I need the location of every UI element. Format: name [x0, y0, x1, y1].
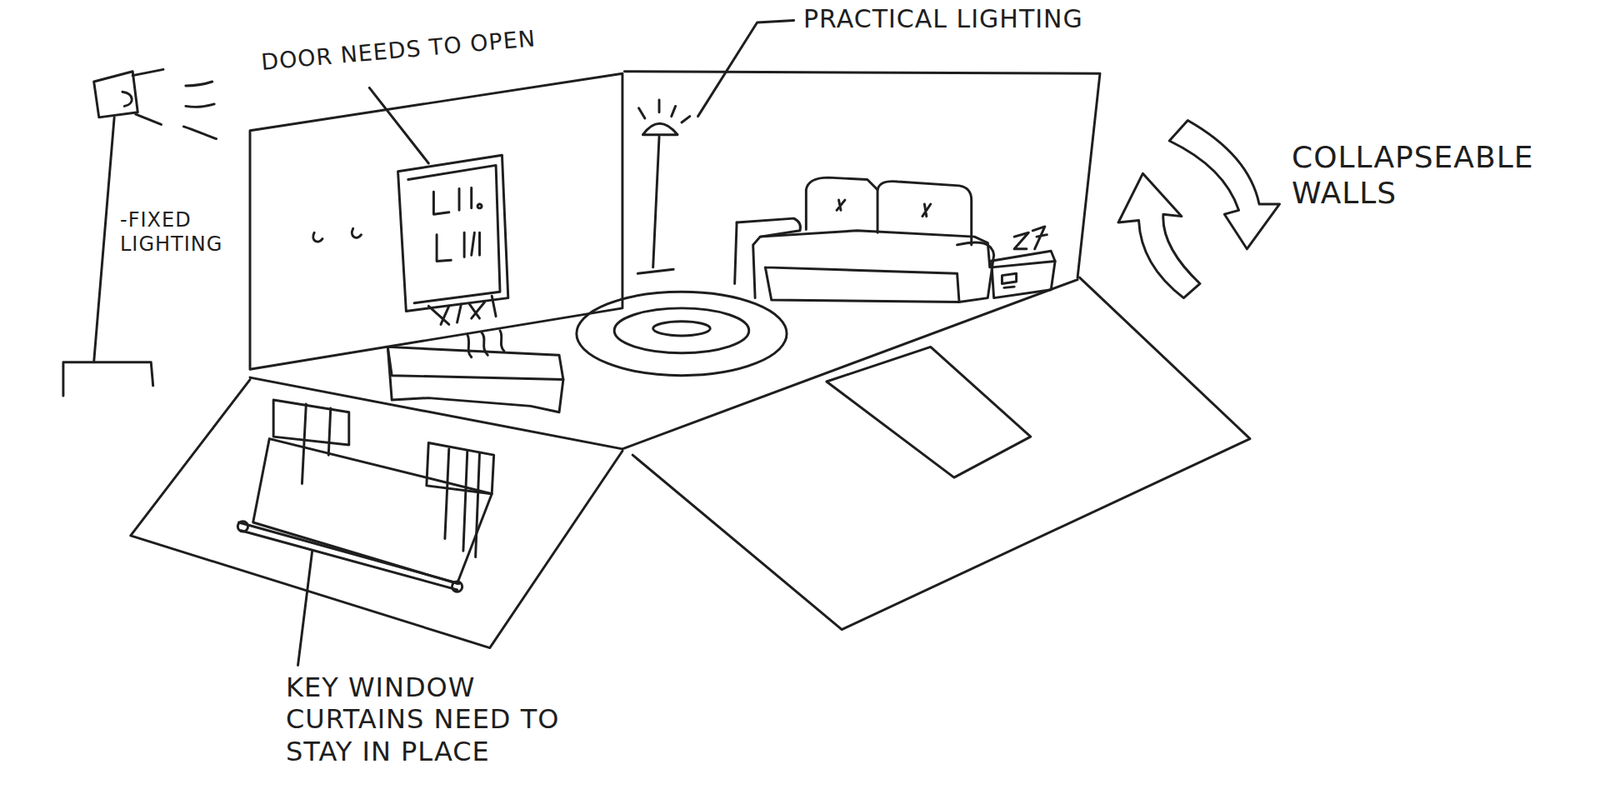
- note-label: COLLAPSEABLE WALLS: [1291, 139, 1542, 211]
- callout-label: DOOR NEEDS TO OPEN: [260, 20, 595, 76]
- rug: [576, 291, 787, 375]
- door: [313, 155, 509, 325]
- nightstand: [990, 226, 1055, 299]
- coffee-table: [387, 330, 564, 413]
- leader-line: [298, 20, 795, 666]
- floor-lamp: [637, 100, 690, 274]
- note-label: -FIXED LIGHTING: [120, 208, 258, 257]
- callout-label: KEY WINDOW CURTAINS NEED TO STAY IN PLAC…: [285, 671, 620, 768]
- collapse-arrows: [1118, 120, 1280, 299]
- set-walls: [130, 71, 1250, 649]
- floor-mat: [826, 346, 1031, 478]
- sofa: [735, 177, 995, 302]
- key-window: [237, 400, 494, 592]
- callout-label: PRACTICAL LIGHTING: [803, 4, 1187, 35]
